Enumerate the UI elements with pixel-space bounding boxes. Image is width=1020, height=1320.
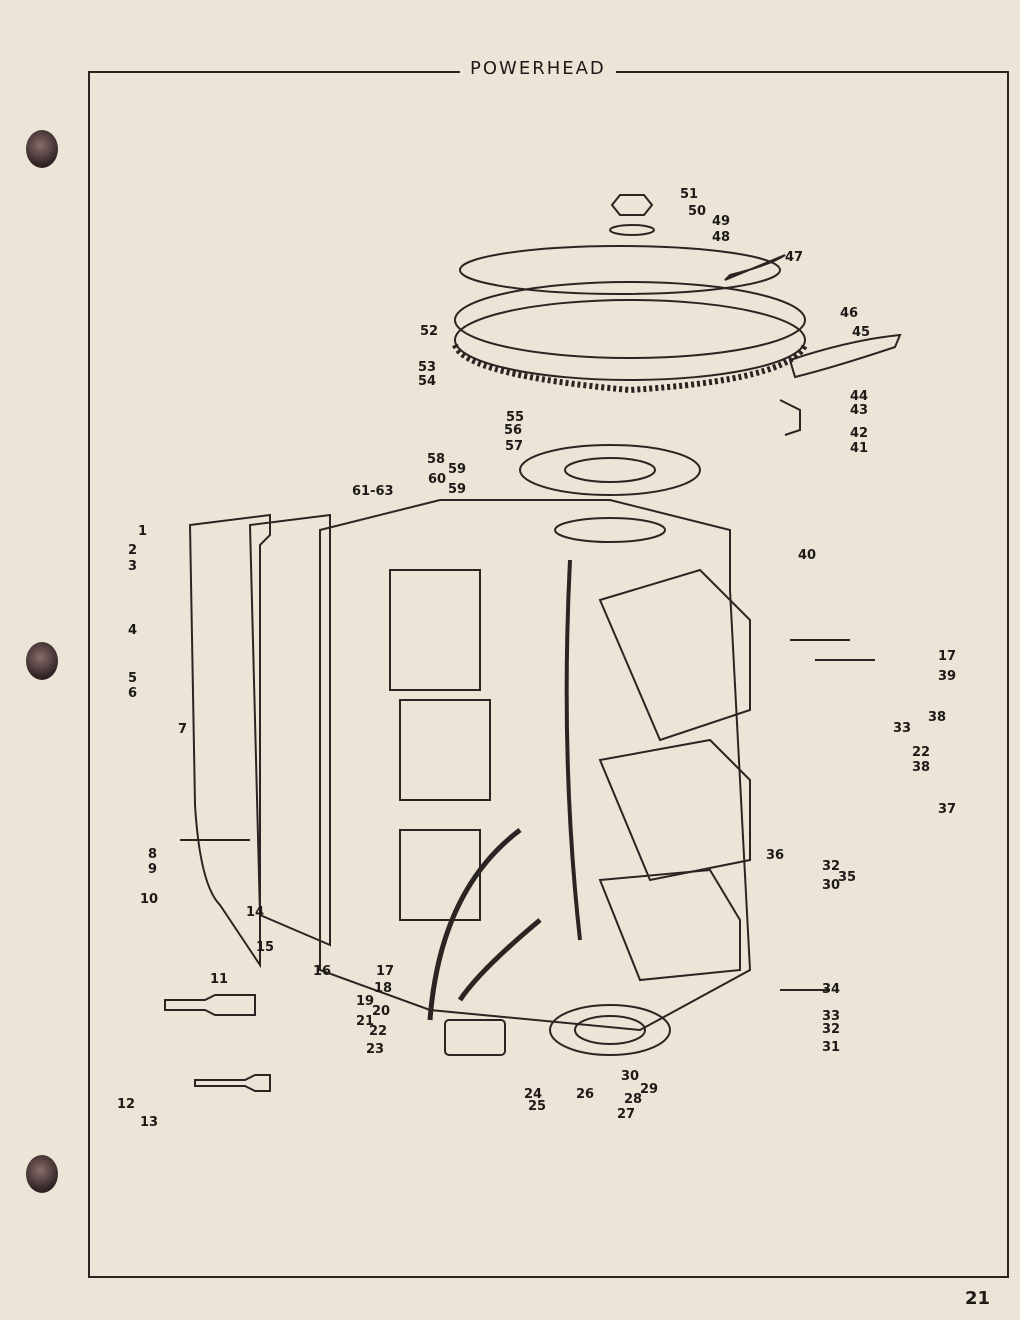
flywheel-cover bbox=[459, 245, 786, 295]
callout-number: 22 bbox=[912, 745, 931, 760]
binder-hole bbox=[26, 130, 58, 168]
callout-number: 38 bbox=[928, 710, 947, 725]
callout-number: 10 bbox=[140, 892, 159, 907]
bottom-bearing-housing bbox=[549, 1004, 671, 1056]
callout-number: 60 bbox=[428, 472, 447, 487]
callout-number: 30 bbox=[621, 1069, 640, 1084]
page-number: 21 bbox=[965, 1288, 991, 1309]
callout-number: 45 bbox=[852, 325, 871, 340]
callout-number: 13 bbox=[140, 1115, 159, 1130]
callout-number: 47 bbox=[785, 250, 804, 265]
callout-number: 59 bbox=[448, 462, 467, 477]
callout-number: 33 bbox=[822, 1009, 841, 1024]
callout-number: 37 bbox=[938, 802, 957, 817]
callout-number: 44 bbox=[850, 389, 869, 404]
callout-number: 8 bbox=[148, 847, 158, 862]
callout-number: 46 bbox=[840, 306, 859, 321]
bolts bbox=[180, 639, 875, 991]
callout-number: 20 bbox=[372, 1004, 391, 1019]
callout-number: 58 bbox=[427, 452, 446, 467]
callout-number: 32 bbox=[822, 1022, 841, 1037]
callout-number: 19 bbox=[356, 994, 375, 1009]
callout-number: 17 bbox=[376, 964, 395, 979]
binder-hole bbox=[26, 642, 58, 680]
callout-number: 49 bbox=[712, 214, 731, 229]
callout-number: 9 bbox=[148, 862, 158, 877]
callout-number: 23 bbox=[366, 1042, 385, 1057]
starter-ring-arm bbox=[779, 333, 902, 436]
callout-number: 36 bbox=[766, 848, 785, 863]
callout-number: 1 bbox=[138, 524, 148, 539]
callout-number: 52 bbox=[420, 324, 439, 339]
callout-number: 54 bbox=[418, 374, 437, 389]
callout-number: 11 bbox=[210, 972, 229, 987]
callout-number: 48 bbox=[712, 230, 731, 245]
callout-number: 16 bbox=[313, 964, 332, 979]
callout-number: 25 bbox=[528, 1099, 547, 1114]
page-title: POWERHEAD bbox=[460, 58, 616, 79]
spark-plugs bbox=[164, 994, 271, 1092]
callout-number: 17 bbox=[938, 649, 957, 664]
callout-number: 53 bbox=[418, 360, 437, 375]
stator-plate bbox=[519, 444, 701, 543]
gaskets bbox=[188, 513, 331, 969]
callout-number: 4 bbox=[128, 623, 138, 638]
callout-number: 39 bbox=[938, 669, 957, 684]
callout-number: 32 bbox=[822, 859, 841, 874]
callout-number: 3 bbox=[128, 559, 138, 574]
callout-number: 30 bbox=[822, 878, 841, 893]
callout-number: 61-63 bbox=[352, 484, 394, 499]
callout-number: 22 bbox=[369, 1024, 388, 1039]
callout-number: 28 bbox=[624, 1092, 643, 1107]
callout-number: 21 bbox=[356, 1014, 375, 1029]
callout-number: 31 bbox=[822, 1040, 841, 1055]
callout-number: 35 bbox=[838, 870, 857, 885]
callout-number: 56 bbox=[504, 423, 523, 438]
callout-number: 15 bbox=[256, 940, 275, 955]
callout-number: 2 bbox=[128, 543, 138, 558]
callout-number: 59 bbox=[448, 482, 467, 497]
callout-number: 7 bbox=[178, 722, 188, 737]
callout-number: 29 bbox=[640, 1082, 659, 1097]
callout-number: 43 bbox=[850, 403, 869, 418]
switch-assembly bbox=[444, 1019, 506, 1056]
callout-number: 55 bbox=[506, 410, 525, 425]
callout-number: 27 bbox=[617, 1107, 636, 1122]
callout-number: 5 bbox=[128, 671, 138, 686]
callout-number: 34 bbox=[822, 982, 841, 997]
callout-number: 12 bbox=[117, 1097, 136, 1112]
callout-number: 26 bbox=[576, 1087, 595, 1102]
callout-number: 6 bbox=[128, 686, 138, 701]
callout-number: 42 bbox=[850, 426, 869, 441]
callout-number: 50 bbox=[688, 204, 707, 219]
flywheel bbox=[452, 281, 808, 394]
callout-number: 14 bbox=[246, 905, 265, 920]
crankcase-block bbox=[319, 499, 752, 1032]
callout-number: 33 bbox=[893, 721, 912, 736]
callout-number: 51 bbox=[680, 187, 699, 202]
flywheel-nut bbox=[609, 194, 655, 236]
callout-number: 41 bbox=[850, 441, 869, 456]
callout-number: 24 bbox=[524, 1087, 543, 1102]
callout-number: 40 bbox=[798, 548, 817, 563]
binder-hole bbox=[26, 1155, 58, 1193]
callout-number: 38 bbox=[912, 760, 931, 775]
callout-number: 57 bbox=[505, 439, 524, 454]
callout-number: 18 bbox=[374, 981, 393, 996]
